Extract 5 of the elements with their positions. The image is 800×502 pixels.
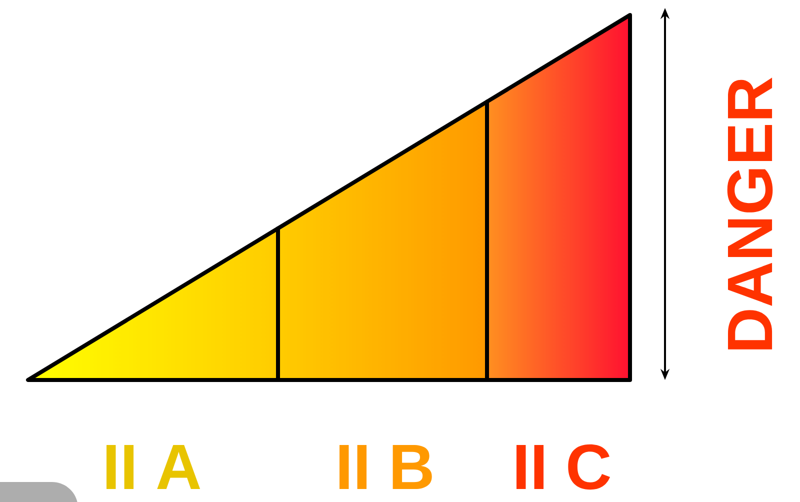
label: II B [340,444,432,489]
label: DANGER [727,78,773,350]
tab-shape [0,482,78,502]
label: II C [516,444,610,490]
label: II A [106,444,200,489]
